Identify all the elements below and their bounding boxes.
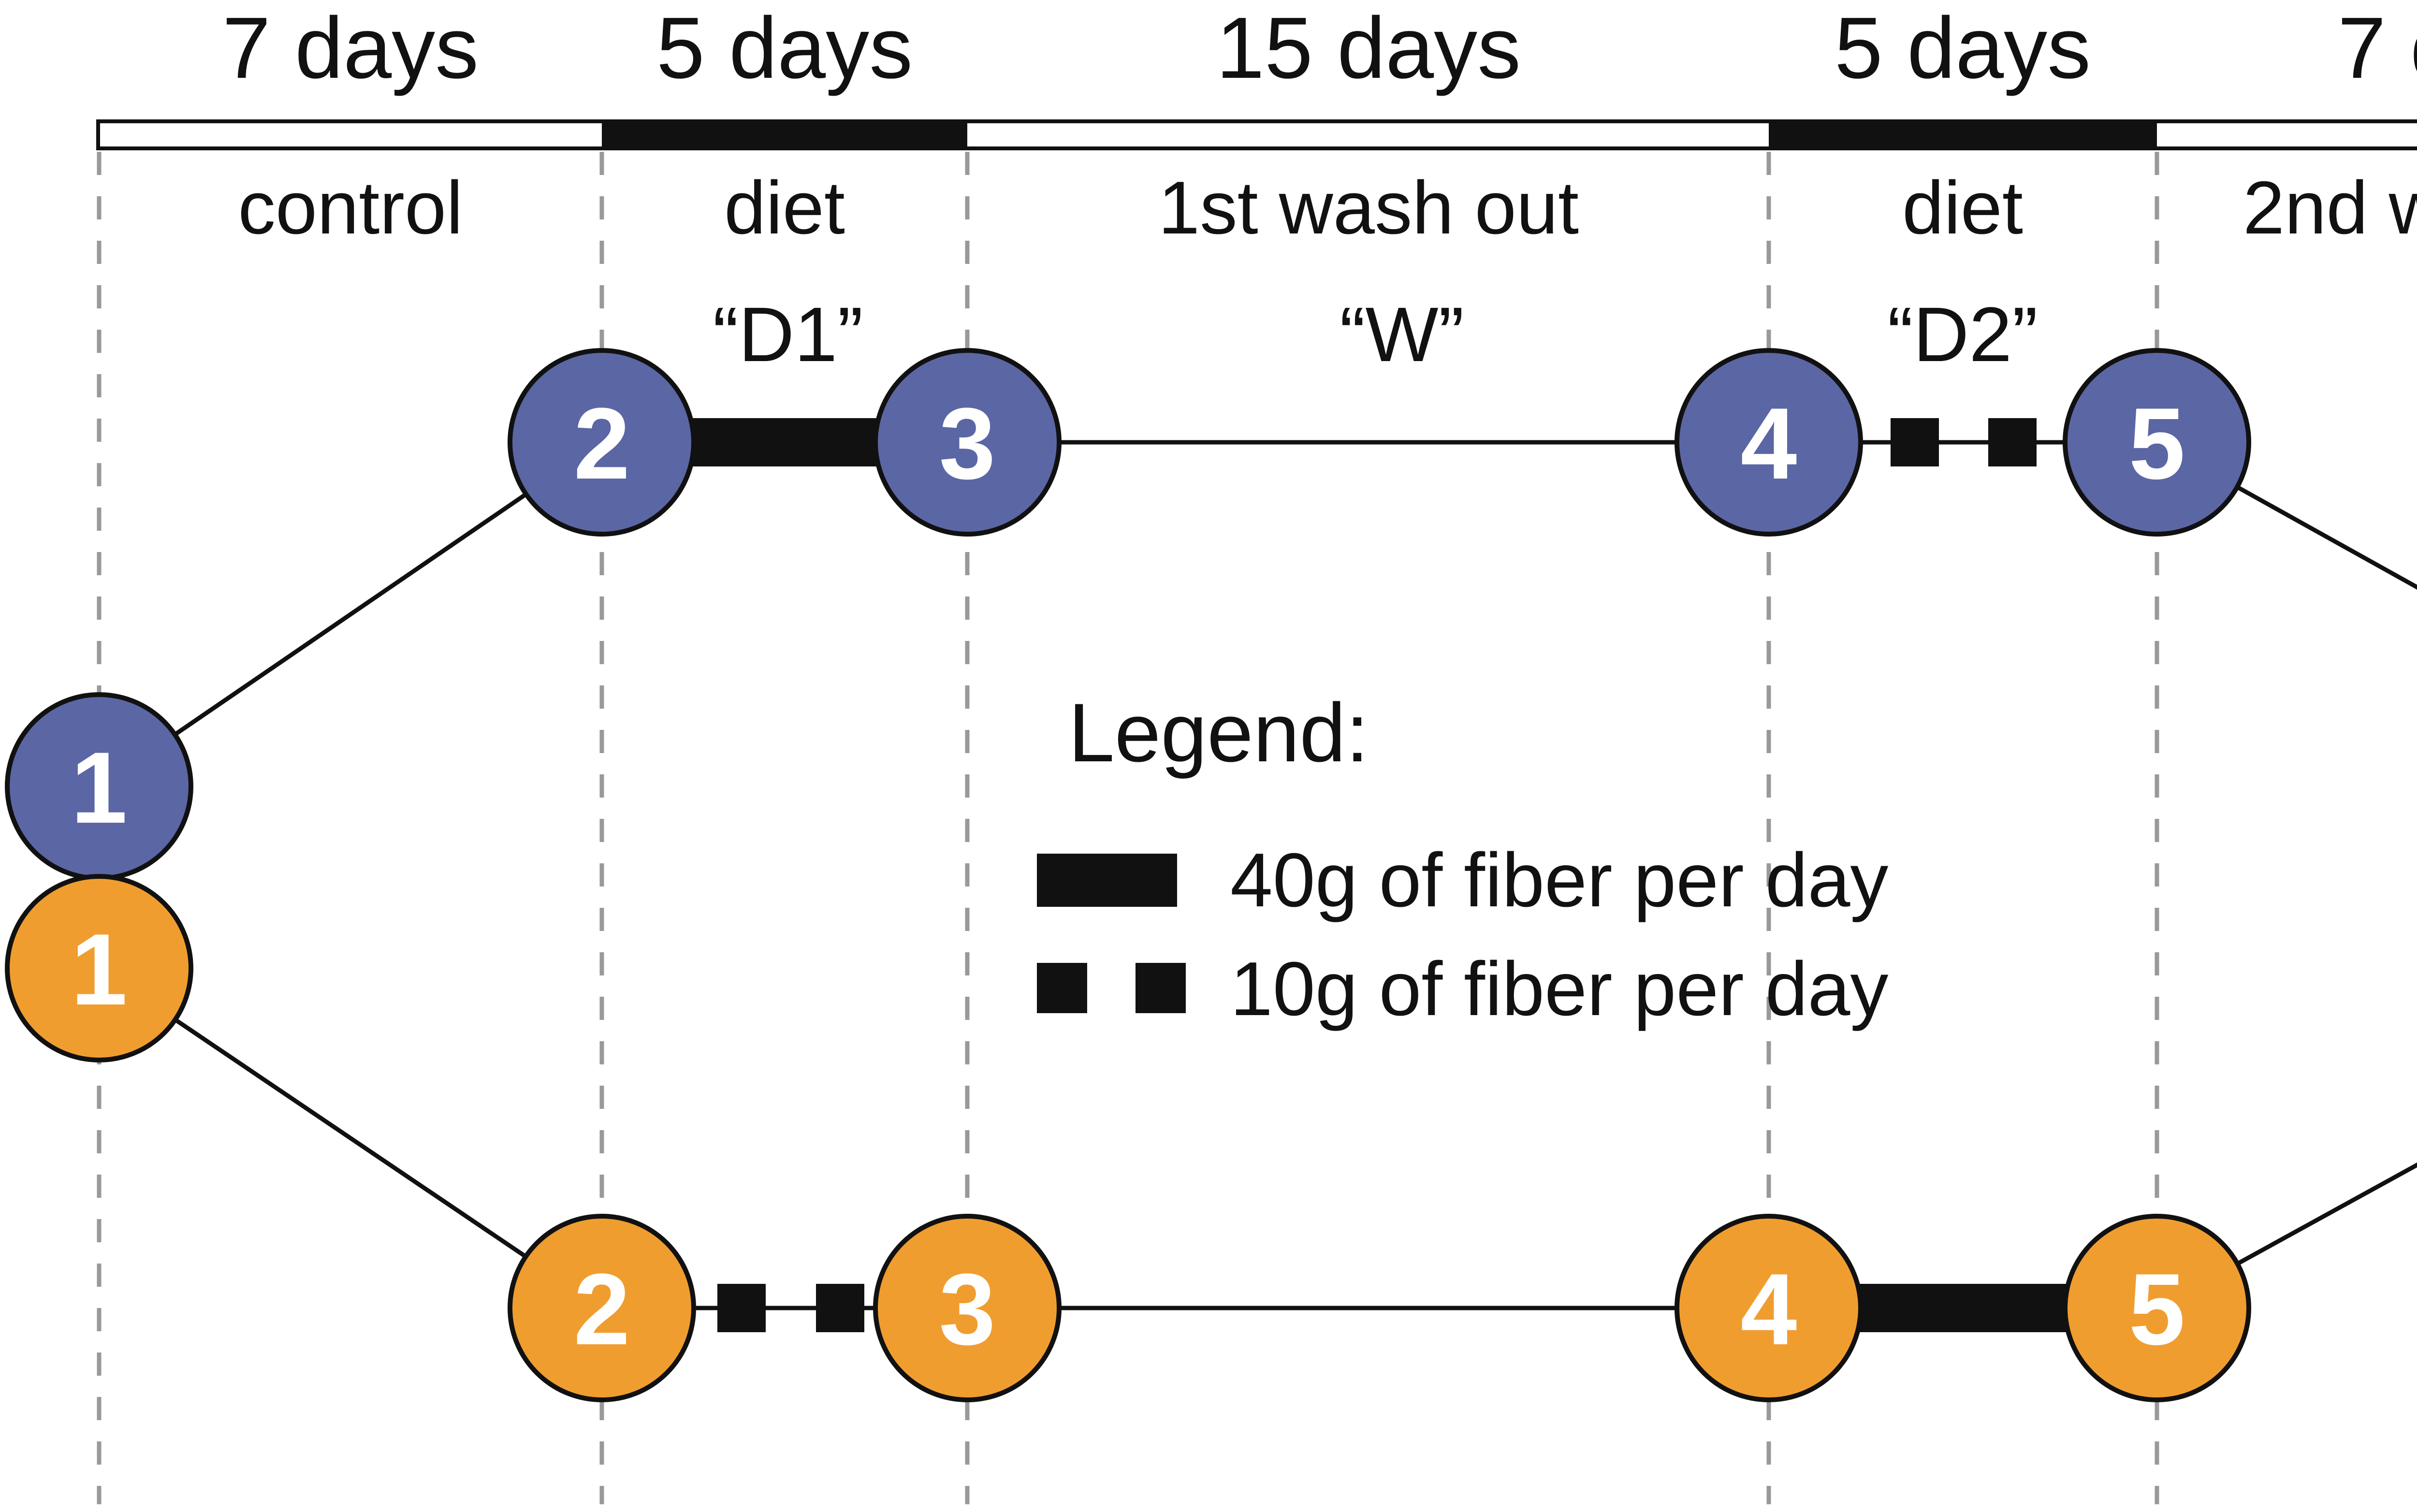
edge-line — [98, 966, 603, 1310]
duration-label-control: 7 days — [222, 0, 479, 97]
node-orange-4 — [1674, 1214, 1863, 1402]
edge-10g-fiber-square — [816, 1284, 864, 1332]
edge-10g-fiber-square — [717, 1284, 766, 1332]
node-label-orange-1: 1 — [71, 913, 128, 1026]
node-orange-3 — [873, 1214, 1062, 1402]
node-label-orange-2: 2 — [574, 1252, 630, 1366]
timeline-diet-segment — [602, 121, 967, 148]
node-label-blue-5: 5 — [2129, 387, 2185, 500]
node-label-blue-4: 4 — [1741, 387, 1797, 500]
node-label-orange-3: 3 — [939, 1252, 996, 1366]
edge-line — [2155, 1162, 2417, 1310]
phase-label-diet2: diet — [1902, 166, 2023, 249]
timeline-diet-segment — [1769, 121, 2157, 148]
edge-line — [98, 440, 603, 788]
phase-label-washout1: 1st wash out — [1158, 166, 1579, 249]
node-label-blue-3: 3 — [939, 387, 996, 500]
code-label-d2: “D2” — [1887, 291, 2038, 378]
phase-label-washout2: 2nd wash out — [2242, 166, 2417, 249]
phase-label-diet1: diet — [724, 166, 845, 249]
phase-label-control: control — [238, 166, 463, 249]
node-blue-3 — [873, 348, 1062, 537]
edge-line — [2155, 440, 2417, 590]
duration-label-diet2: 5 days — [1834, 0, 2091, 97]
node-label-blue-1: 1 — [71, 731, 128, 844]
node-blue-4 — [1674, 348, 1863, 537]
edge-10g-fiber-square — [1891, 418, 1939, 466]
node-orange-2 — [508, 1214, 696, 1402]
legend-10g-square-icon — [1037, 963, 1087, 1013]
duration-label-diet1: 5 days — [656, 0, 913, 97]
duration-label-washout2: 7 days — [2337, 0, 2417, 97]
code-label-w: “W” — [1340, 291, 1464, 378]
node-blue-5 — [2063, 348, 2251, 537]
legend-label-40g: 40g of fiber per day — [1230, 838, 1889, 923]
timeline-bar — [96, 119, 2417, 150]
node-label-orange-4: 4 — [1741, 1252, 1797, 1366]
node-orange-1 — [5, 874, 193, 1062]
node-orange-5 — [2063, 1214, 2251, 1402]
node-label-orange-5: 5 — [2129, 1252, 2185, 1366]
legend-40g-bar-icon — [1037, 854, 1177, 907]
legend-title: Legend: — [1068, 686, 1369, 779]
duration-label-washout1: 15 days — [1216, 0, 1521, 97]
legend-label-10g: 10g of fiber per day — [1230, 946, 1889, 1032]
node-blue-2 — [508, 348, 696, 537]
code-label-d1: “D1” — [713, 291, 863, 378]
edge-10g-fiber-square — [1988, 418, 2037, 466]
legend-10g-square-icon — [1136, 963, 1186, 1013]
node-label-blue-2: 2 — [574, 387, 630, 500]
